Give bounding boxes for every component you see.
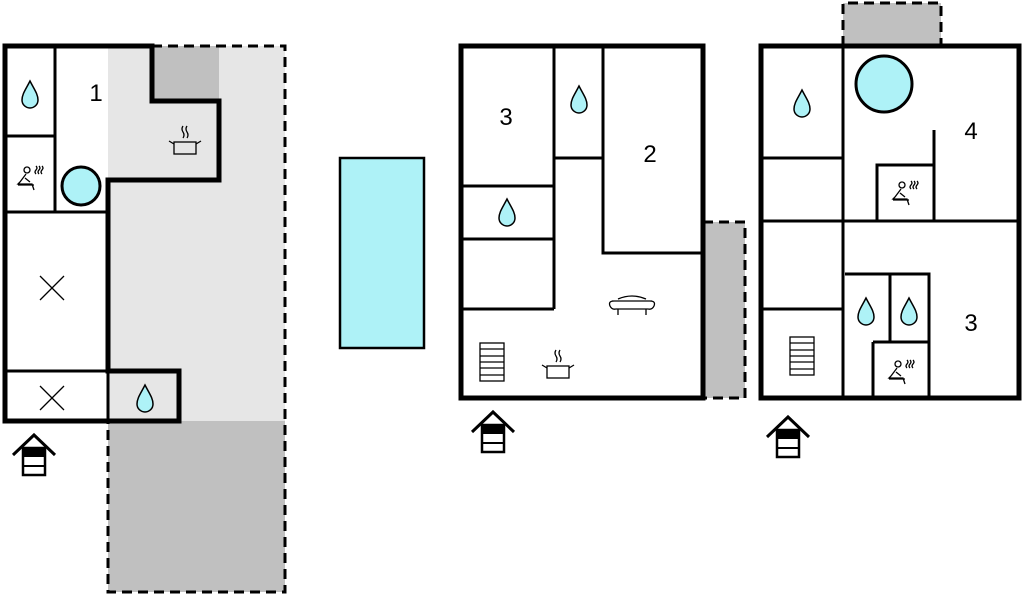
entrance-icon	[765, 415, 811, 459]
water-drop-icon	[857, 297, 875, 326]
terrace-boundary	[106, 44, 287, 594]
cross-icon	[39, 385, 65, 411]
entrance-icon	[470, 410, 516, 454]
sauna-icon	[892, 180, 919, 206]
sauna-icon	[888, 359, 915, 385]
terrace	[108, 46, 285, 421]
hot-tub-icon	[60, 165, 102, 207]
inner-walls	[5, 46, 110, 421]
stairs-icon	[789, 336, 815, 376]
covered-terrace	[108, 421, 285, 592]
water-drop-icon	[900, 297, 918, 326]
covered-boundary	[703, 220, 747, 400]
plan-annex: 1	[2, 43, 287, 594]
inner-walls	[461, 46, 703, 311]
balcony-boundary	[841, 1, 943, 46]
room-label: 3	[964, 310, 977, 337]
water-drop-icon	[570, 85, 588, 114]
cross-icon	[39, 275, 65, 301]
covered-area	[703, 222, 745, 398]
sofa-icon	[608, 295, 656, 315]
plan-main-first: 4 3	[758, 1, 1022, 459]
pool	[338, 156, 426, 350]
outer-wall	[458, 43, 706, 401]
sauna-icon	[17, 165, 44, 191]
inner-walls	[761, 46, 1019, 398]
room-label: 2	[643, 141, 656, 168]
entrance-icon	[11, 433, 57, 477]
hot-tub-icon	[854, 54, 914, 114]
room-label: 1	[89, 80, 102, 107]
covered-area	[152, 46, 219, 101]
balcony	[843, 3, 941, 46]
room-label: 4	[964, 118, 977, 145]
water-drop-icon	[21, 80, 39, 109]
water-drop-icon	[498, 198, 516, 227]
outer-wall	[2, 43, 222, 424]
room-label: 3	[499, 104, 512, 131]
kitchen-pot-icon	[541, 349, 575, 379]
stairs-icon	[479, 342, 505, 382]
water-drop-icon	[793, 89, 811, 118]
plan-main-ground: 3 2	[458, 43, 747, 454]
